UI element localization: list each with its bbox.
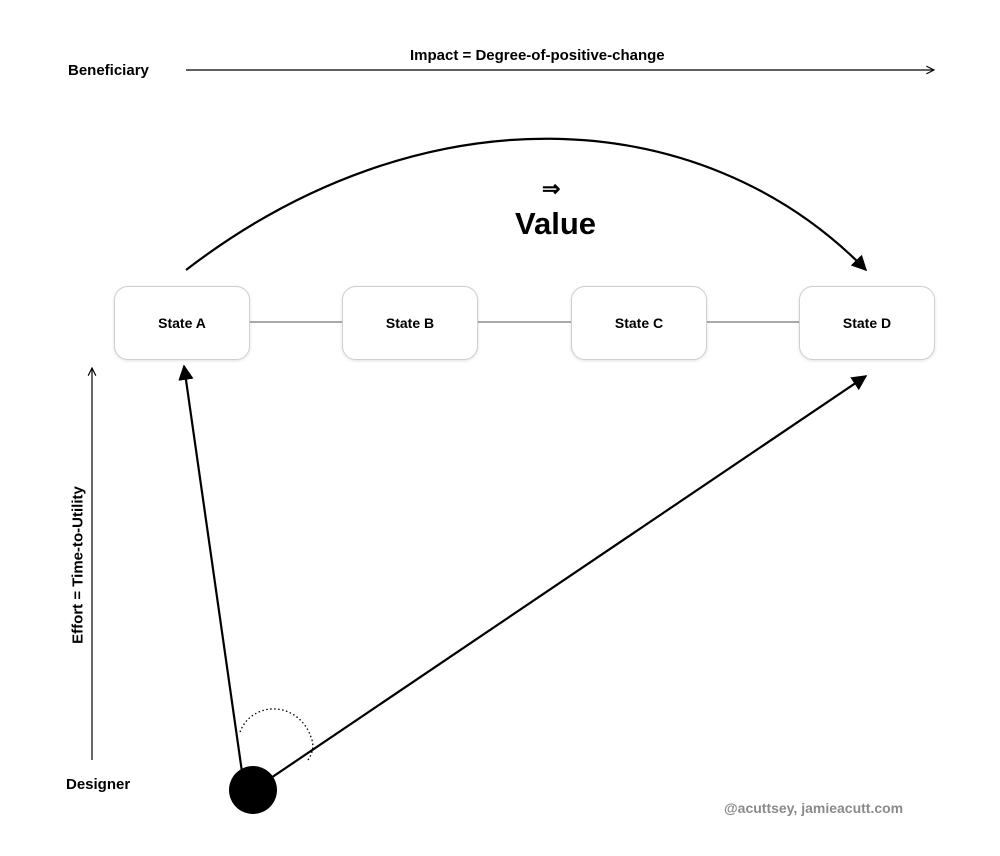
value-label: Value [515, 206, 596, 241]
state-a-box: State A [114, 286, 250, 360]
value-arc [185, 137, 868, 272]
credit-text: @acuttsey, jamieacutt.com [724, 800, 904, 816]
designer-node [229, 766, 277, 814]
designer-label: Designer [66, 776, 131, 793]
state-c-box: State C [571, 286, 707, 360]
designer-to-state-d-arrow [261, 375, 868, 785]
impact-axis-label: Impact = Degree-of-positive-change [410, 47, 665, 64]
angle-arc-dotted [239, 708, 314, 761]
value-arrow-icon: ⇒ [542, 176, 561, 201]
beneficiary-label: Beneficiary [68, 62, 149, 79]
state-b-box: State B [342, 286, 478, 360]
effort-axis-label: Effort = Time-to-Utility [69, 486, 87, 644]
designer-to-state-a-arrow [178, 364, 244, 773]
state-d-box: State D [799, 286, 935, 360]
